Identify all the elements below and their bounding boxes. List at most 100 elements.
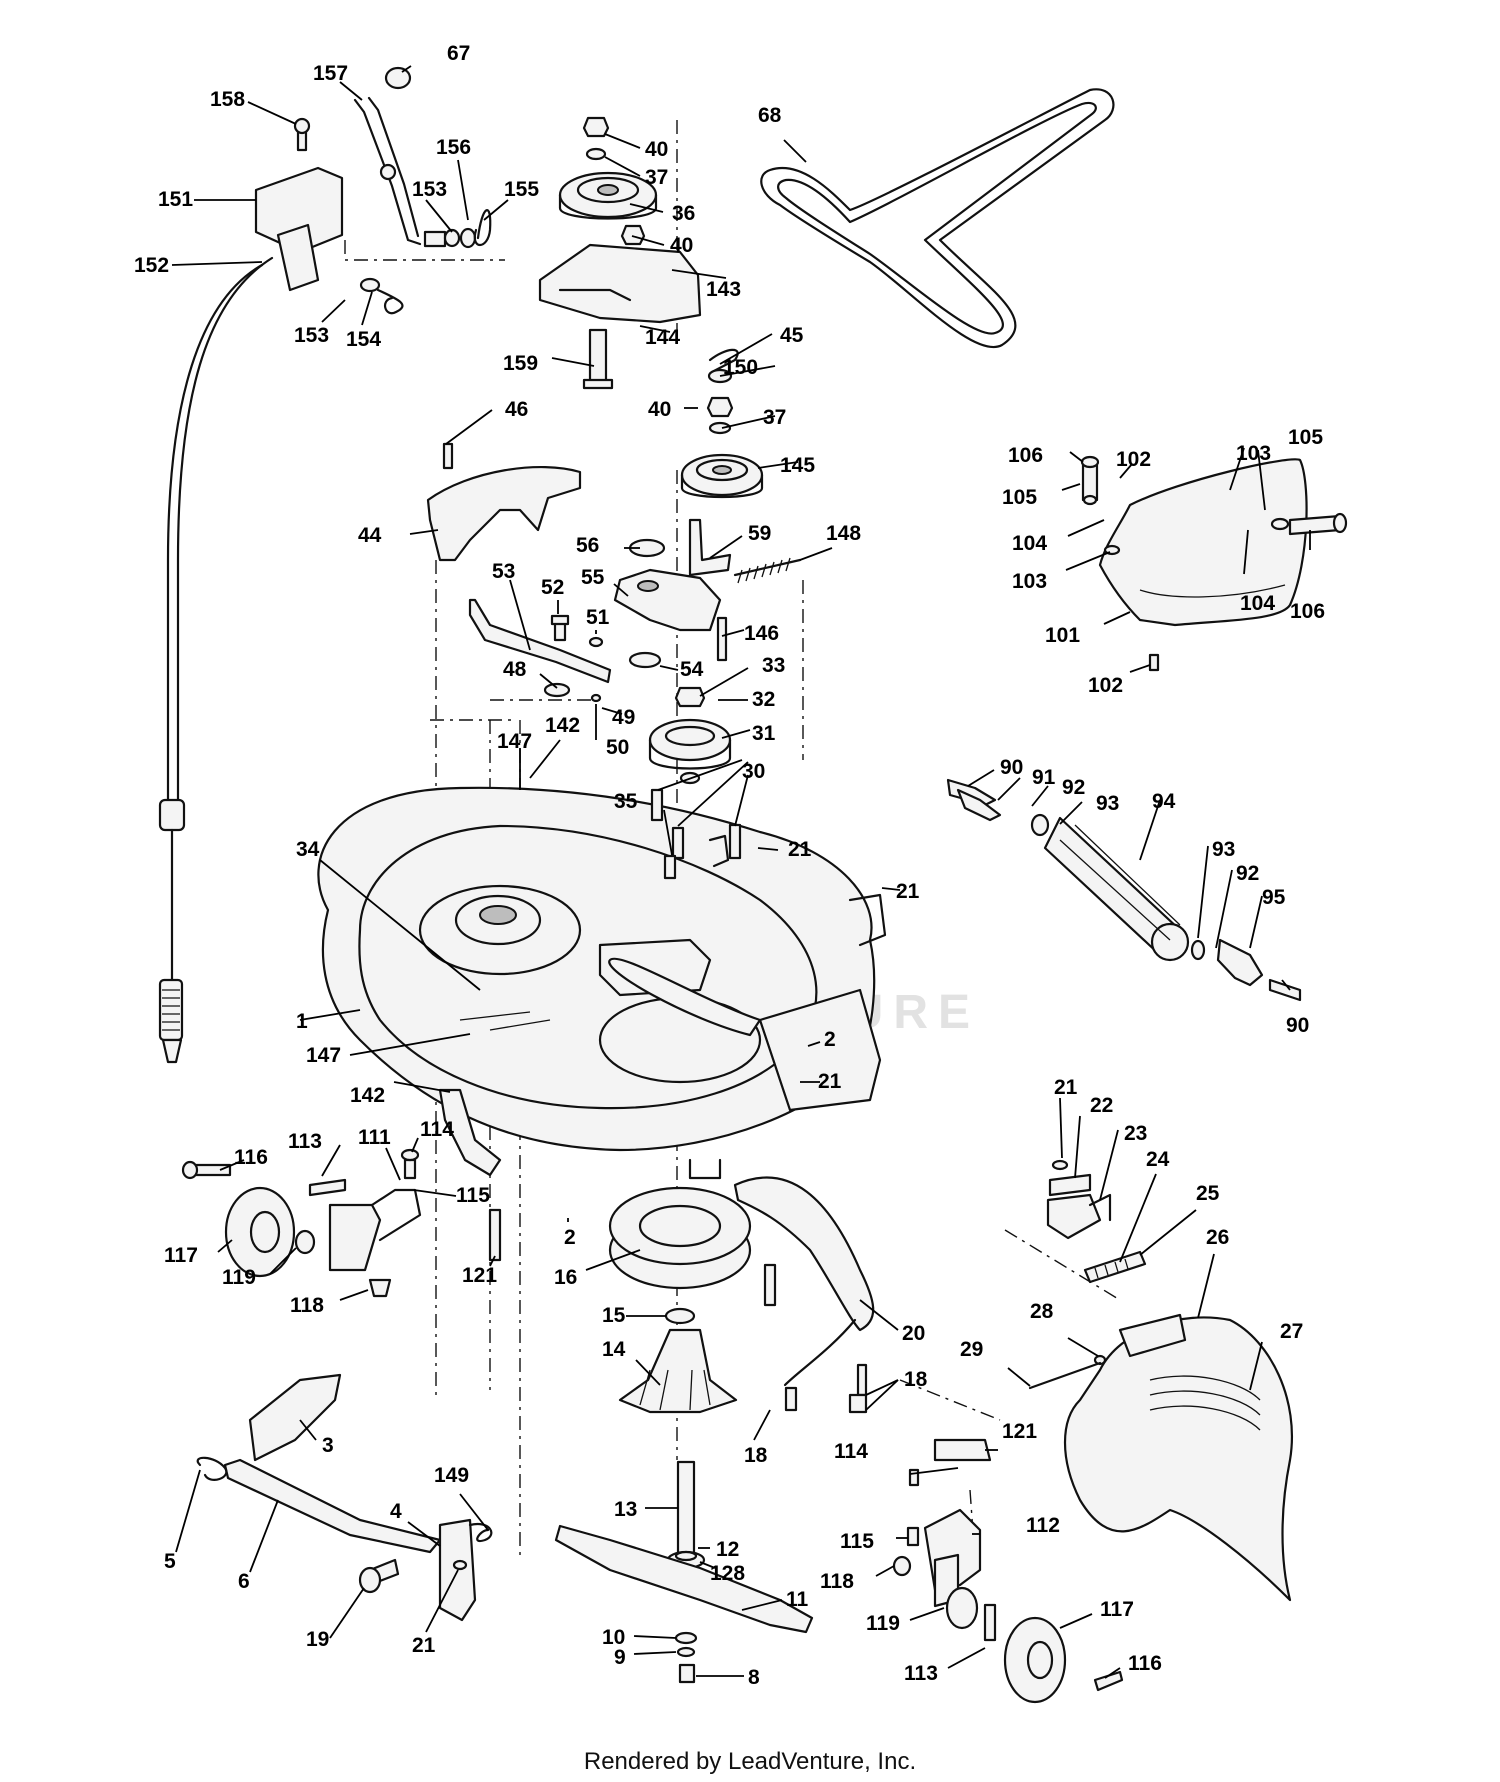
callout-label: 45	[780, 324, 804, 347]
callout-label: 18	[904, 1368, 928, 1391]
callout-label: 105	[1002, 486, 1037, 509]
callout-label: 40	[645, 138, 668, 161]
callout-label: 152	[134, 254, 169, 277]
callout-label: 113	[904, 1662, 938, 1685]
callout-label: 4	[390, 1500, 402, 1523]
callout-label: 12	[716, 1538, 739, 1561]
callout-label: 115	[456, 1184, 490, 1207]
callout-label: 40	[670, 234, 693, 257]
callout-label: 93	[1096, 792, 1119, 815]
callout-label: 18	[744, 1444, 768, 1467]
callout-label: 101	[1045, 624, 1080, 647]
callout-label: 31	[752, 722, 776, 745]
callout-label: 102	[1088, 674, 1123, 697]
front-link-assembly	[733, 1176, 1124, 1704]
callout-label: 26	[1206, 1226, 1229, 1249]
callout-label: 90	[1000, 756, 1023, 779]
callout-label: 150	[723, 356, 758, 379]
callout-label: 14	[602, 1338, 626, 1361]
callout-label: 53	[492, 560, 515, 583]
callout-label: 20	[902, 1322, 925, 1345]
callout-label: 2	[824, 1028, 836, 1051]
callout-label: 11	[786, 1588, 809, 1611]
callout-label: 106	[1290, 600, 1325, 623]
callout-label: 6	[238, 1570, 250, 1593]
callout-label: 68	[758, 104, 782, 127]
callout-label: 15	[602, 1304, 626, 1327]
callout-label: 143	[706, 278, 741, 301]
front-cover-assembly	[1028, 1159, 1294, 1602]
callout-label: 111	[358, 1126, 391, 1149]
callout-label: 21	[896, 880, 920, 903]
callout-label: 16	[554, 1266, 577, 1289]
callout-label: 40	[648, 398, 671, 421]
callout-label: 147	[306, 1044, 341, 1067]
callout-label: 2	[564, 1226, 576, 1249]
callout-label: 46	[505, 398, 528, 421]
callout-label: 92	[1062, 776, 1085, 799]
spindle-assembly	[554, 1186, 814, 1684]
callout-label: 32	[752, 688, 775, 711]
callout-label: 155	[504, 178, 539, 201]
callout-label: 144	[645, 326, 680, 349]
callout-label: 119	[866, 1612, 900, 1635]
discharge-deflector	[1080, 455, 1348, 672]
callout-label: 93	[1212, 838, 1235, 861]
callout-label: 118	[820, 1570, 854, 1593]
callout-label: 36	[672, 202, 695, 225]
callout-label: 23	[1124, 1122, 1147, 1145]
leader-lines	[171, 65, 1311, 1679]
belt-cover	[426, 442, 582, 562]
callout-label: 159	[503, 352, 538, 375]
callout-label: 104	[1012, 532, 1047, 555]
callout-label: 117	[164, 1244, 198, 1267]
callout-label: 51	[586, 606, 610, 629]
callout-label: 148	[826, 522, 861, 545]
callout-label: 27	[1280, 1320, 1303, 1343]
callout-label: 37	[645, 166, 668, 189]
callout-label: 22	[1090, 1094, 1113, 1117]
callout-label: 115	[840, 1530, 874, 1553]
callout-label: 35	[614, 790, 638, 813]
callout-label: 103	[1012, 570, 1047, 593]
callout-label: 92	[1236, 862, 1259, 885]
callout-label: 151	[158, 188, 193, 211]
callout-label: 114	[834, 1440, 868, 1463]
callout-label: 8	[748, 1666, 760, 1689]
callout-label: 10	[602, 1626, 625, 1649]
callout-label: 114	[420, 1118, 454, 1141]
callout-label: 48	[503, 658, 527, 681]
callout-label: 30	[742, 760, 765, 783]
callout-label: 153	[412, 178, 447, 201]
callout-label: 119	[222, 1266, 256, 1289]
callout-label: 29	[960, 1338, 983, 1361]
callout-label: 3	[322, 1434, 334, 1457]
callout-label: 19	[306, 1628, 329, 1651]
callout-label: 116	[1128, 1652, 1162, 1675]
idler-pulley-upper	[538, 116, 702, 390]
callout-label: 21	[788, 838, 812, 861]
callout-label: 33	[762, 654, 785, 677]
callout-label: 142	[545, 714, 580, 737]
callout-label: 156	[436, 136, 471, 159]
callout-label: 117	[1100, 1598, 1134, 1621]
callout-label: 145	[780, 454, 815, 477]
callout-label: 52	[541, 576, 564, 599]
footer-credit: Rendered by LeadVenture, Inc.	[583, 1748, 917, 1775]
callout-label: 91	[1032, 766, 1056, 789]
callout-label: 102	[1116, 448, 1151, 471]
callout-label: 158	[210, 88, 245, 111]
callout-label: 37	[763, 406, 786, 429]
deck-roller	[946, 778, 1302, 1002]
callout-label: 49	[612, 706, 635, 729]
callout-label: 54	[680, 658, 704, 681]
mower-deck	[317, 786, 887, 1180]
deck-pulley-stack	[648, 686, 742, 880]
callout-label: 153	[294, 324, 329, 347]
callout-label: 118	[290, 1294, 324, 1317]
callout-label: 147	[497, 730, 532, 753]
control-cable-assembly	[158, 66, 492, 1064]
idler-pulley-lower	[680, 348, 764, 499]
wheel-bracket-left	[181, 1088, 502, 1298]
